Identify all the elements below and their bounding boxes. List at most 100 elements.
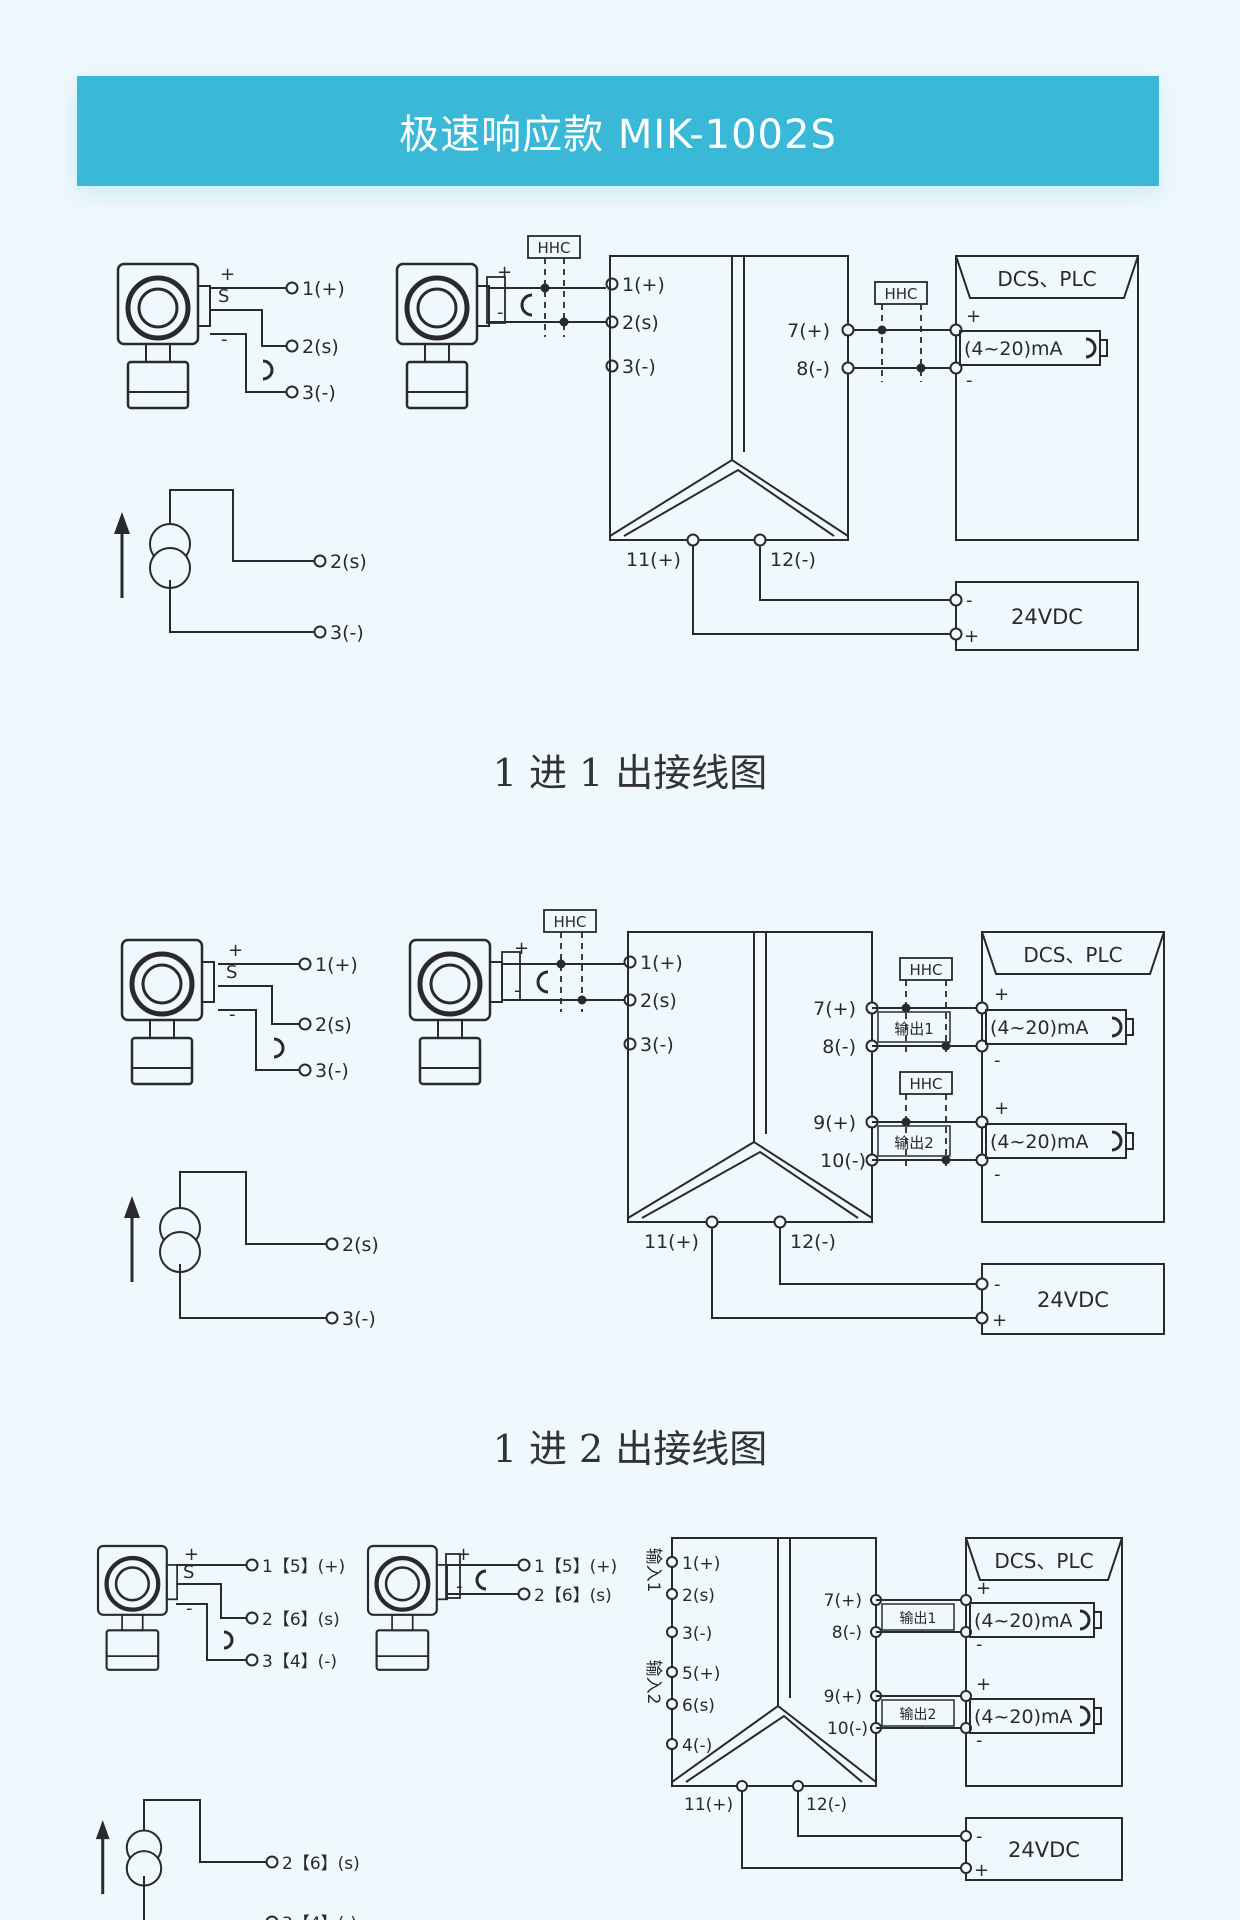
- banner-title: 极速响应款 MIK-1002S: [399, 112, 837, 158]
- output-channel-box: [881, 1603, 955, 1631]
- isolator-chevron: [609, 458, 849, 537]
- current-arc-symbol: [1079, 1609, 1091, 1631]
- terminal-t4: [666, 1738, 678, 1750]
- transmitter-icon: [408, 938, 503, 1086]
- junction-dot: [559, 317, 569, 327]
- transmitter-neck: [391, 1613, 414, 1632]
- power-supply-label: 24VDC: [1037, 1288, 1109, 1312]
- polarity-mark-minus: -: [229, 1004, 236, 1025]
- terminal-b3: [265, 1915, 279, 1920]
- terminal-dcs: [949, 361, 963, 375]
- transmitter-sensor: [130, 1036, 194, 1086]
- terminal-b1: [517, 1558, 531, 1572]
- transmitter-terminal-block: [476, 285, 490, 327]
- wire: [210, 333, 287, 393]
- wire: [143, 1876, 145, 1920]
- current-meter-label: (4~20)mA: [990, 1131, 1089, 1153]
- terminal-label-b3: 3【4】(-): [282, 1914, 357, 1920]
- transmitter-ring: [374, 1555, 431, 1612]
- hhc-label: HHC: [884, 285, 917, 303]
- hhc-box: [874, 281, 928, 305]
- polarity-mark-minus: -: [976, 1730, 983, 1751]
- terminal-label-t7: 7(+): [813, 998, 856, 1020]
- terminal-t12: [753, 533, 767, 547]
- terminal-t1: [623, 955, 637, 969]
- output-2-label: 输出2: [894, 1134, 934, 1152]
- terminal-psu: [949, 627, 963, 641]
- terminal-b3: [245, 1653, 259, 1667]
- terminal-label-b1: 1【5】(+): [262, 1557, 345, 1577]
- wire: [176, 1603, 247, 1661]
- dcs-plc-hood: [955, 255, 1139, 299]
- polarity-mark-minus: -: [221, 329, 228, 350]
- terminal-dcs: [975, 1153, 989, 1167]
- transmitter-ring: [129, 951, 195, 1017]
- terminal-label-t10: 10(-): [827, 1719, 868, 1739]
- terminal-t6: [666, 1698, 678, 1710]
- junction-dot: [901, 1003, 911, 1013]
- terminal-label-b2: 2【6】(s): [262, 1610, 340, 1630]
- polarity-mark-plus: +: [976, 1578, 991, 1599]
- current-meter-label: (4~20)mA: [974, 1610, 1073, 1632]
- terminal-t2: [325, 1237, 339, 1251]
- transmitter-sensor: [418, 1036, 482, 1086]
- terminal-label-t9: 9(+): [824, 1687, 862, 1707]
- terminal-label-t3: 3(-): [315, 1060, 349, 1082]
- transmitter-terminal-block: [201, 961, 215, 1003]
- terminal-label-t11: 11(+): [644, 1231, 699, 1253]
- transmitter-window: [114, 1566, 151, 1602]
- polarity-mark-minus: -: [186, 1598, 193, 1619]
- dcs-plc-box: [955, 255, 1139, 541]
- transmitter-ring: [125, 275, 191, 341]
- terminal-dcs: [975, 1001, 989, 1015]
- wire: [218, 1009, 300, 1071]
- terminal-t5: [666, 1666, 678, 1678]
- transmitter-icon: [96, 1544, 178, 1671]
- terminal-b2: [517, 1587, 531, 1601]
- transmitter-window: [429, 963, 471, 1005]
- transmitter-icon: [116, 262, 211, 410]
- terminal-label-t9: 9(+): [813, 1112, 856, 1134]
- polarity-mark-minus: -: [994, 1164, 1001, 1185]
- terminal-label-b3: 3【4】(-): [262, 1652, 337, 1672]
- isolator-chevron: [641, 1150, 859, 1219]
- terminal-b1: [245, 1558, 259, 1572]
- polarity-mark-minus: -: [966, 590, 973, 611]
- arrow-head: [124, 1196, 140, 1218]
- terminal-t2: [298, 1017, 312, 1031]
- terminal-b2: [245, 1611, 259, 1625]
- terminal-label-t4: 4(-): [682, 1736, 712, 1756]
- terminal-label-t3: 3(-): [302, 382, 336, 404]
- current-arc-symbol: [1111, 1130, 1123, 1152]
- polarity-mark-s: S: [226, 962, 237, 983]
- junction-dot: [901, 1117, 911, 1127]
- transmitter-window: [137, 287, 179, 329]
- terminal-label-t2: 2(s): [315, 1014, 352, 1036]
- terminal-label-t2: 2(s): [330, 551, 367, 573]
- dcs-plc-label: DCS、PLC: [997, 267, 1096, 291]
- output-1-label: 输出1: [900, 1611, 937, 1627]
- junction-dot: [877, 325, 887, 335]
- wire: [169, 580, 314, 633]
- power-supply-label: 24VDC: [1011, 605, 1083, 629]
- terminal-t1: [666, 1556, 678, 1568]
- polarity-mark-plus: +: [976, 1674, 991, 1695]
- terminal-t11: [736, 1780, 748, 1792]
- junction-dot: [577, 995, 587, 1005]
- polarity-mark-minus: -: [994, 1274, 1001, 1295]
- polarity-mark-minus: -: [497, 302, 504, 323]
- current-arc-symbol: [273, 1037, 285, 1059]
- isolator-module: [627, 931, 873, 1223]
- power-supply-box: [965, 1817, 1123, 1881]
- input-1-label: 输入1: [643, 1548, 663, 1593]
- current-arc-symbol: [520, 293, 533, 317]
- hhc-label: HHC: [553, 913, 586, 931]
- terminal-t7: [841, 323, 855, 337]
- dcs-plc-hood: [965, 1537, 1123, 1581]
- dcs-plc-label: DCS、PLC: [994, 1549, 1093, 1573]
- isolator-chevron: [623, 468, 835, 537]
- hhc-box: [899, 1071, 953, 1095]
- transmitter-terminal-block: [489, 961, 503, 1003]
- wire: [179, 1171, 326, 1245]
